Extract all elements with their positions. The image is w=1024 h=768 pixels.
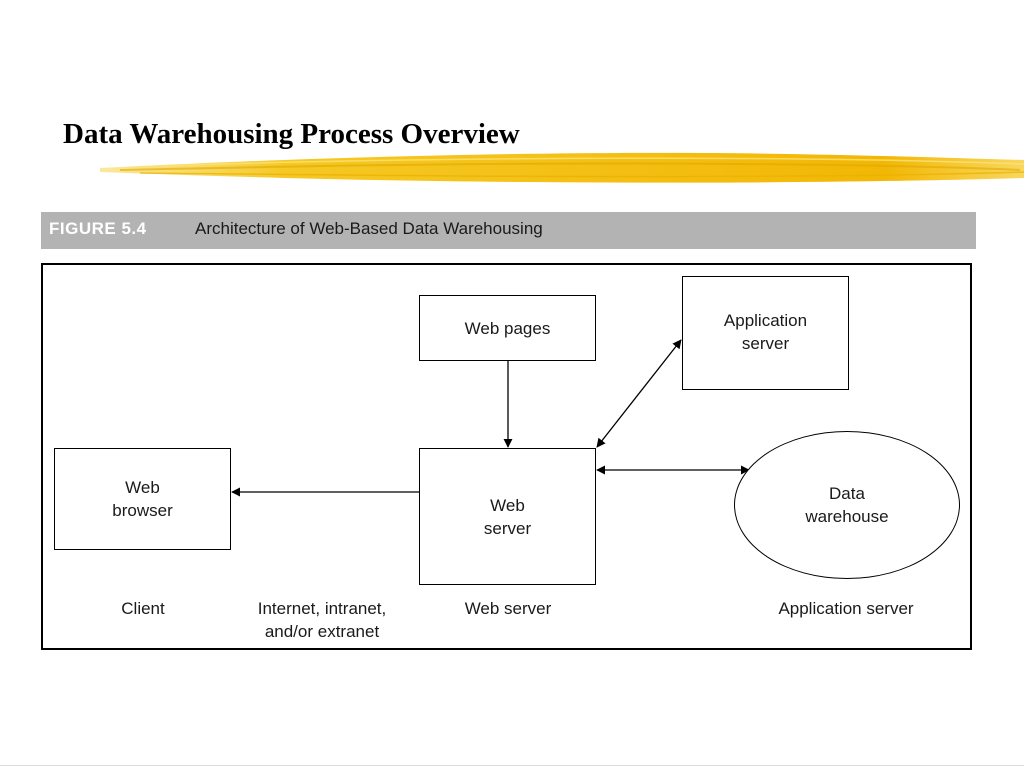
web-browser-box: Web browser <box>54 448 231 550</box>
slide-bottom-rule <box>0 765 1024 766</box>
slide-title: Data Warehousing Process Overview <box>63 118 520 150</box>
web-pages-box: Web pages <box>419 295 596 361</box>
zone-application-server: Application server <box>778 599 914 618</box>
web-browser-label: Web browser <box>112 478 173 520</box>
application-server-label: Application server <box>723 311 808 353</box>
zone-web-server: Web server <box>464 599 552 618</box>
web-server-box: Web server <box>419 448 596 585</box>
zone-network: Internet, intranet, and/or extranet <box>257 599 387 641</box>
application-server-box: Application server <box>682 276 849 390</box>
web-pages-label: Web pages <box>464 318 551 338</box>
figure-caption: Architecture of Web-Based Data Warehousi… <box>195 219 543 238</box>
data-warehouse-label: Data warehouse <box>805 484 889 526</box>
figure-caption-bar: FIGURE 5.4 Architecture of Web-Based Dat… <box>41 212 976 249</box>
zone-client: Client <box>121 599 165 618</box>
figure-number: FIGURE 5.4 <box>49 219 147 238</box>
data-warehouse-ellipse: Data warehouse <box>734 431 960 579</box>
web-server-label: Web server <box>483 495 532 538</box>
diagram-frame <box>41 263 972 650</box>
title-highlight-stroke <box>100 152 1024 183</box>
arrow-webserver-appserver <box>596 339 682 448</box>
